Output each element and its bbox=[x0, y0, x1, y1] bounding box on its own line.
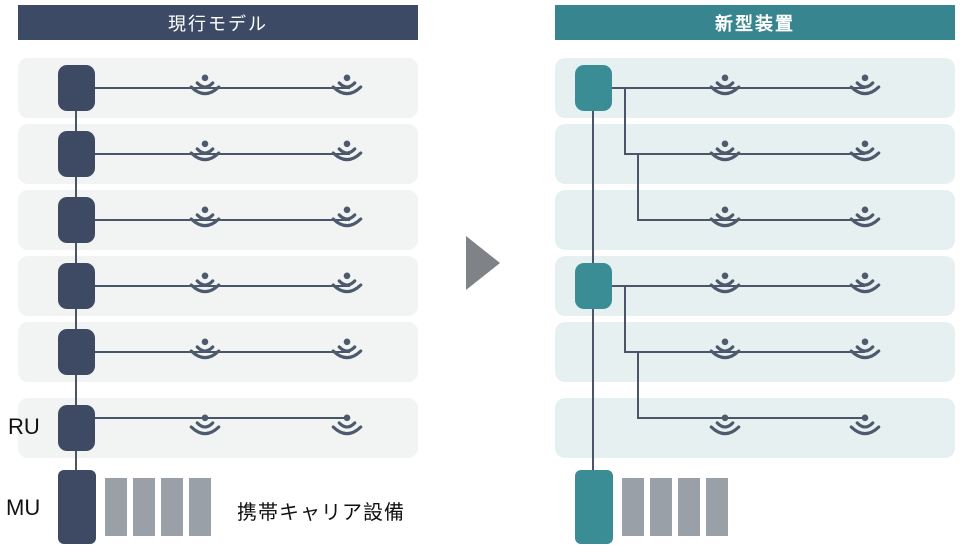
antenna-icon bbox=[325, 410, 369, 444]
branch-line bbox=[624, 286, 626, 353]
ru-unit bbox=[58, 197, 95, 243]
carrier-equipment-block bbox=[161, 478, 183, 536]
ru-unit bbox=[58, 263, 95, 309]
ru-unit bbox=[58, 65, 95, 111]
feed-line bbox=[95, 87, 350, 89]
transition-arrow-icon bbox=[466, 236, 500, 290]
floor-row bbox=[555, 398, 955, 458]
carrier-label: 携帯キャリア設備 bbox=[237, 502, 405, 524]
feed-line bbox=[624, 153, 865, 155]
ru-unit bbox=[58, 131, 95, 177]
antenna-icon bbox=[843, 136, 887, 170]
antenna-icon bbox=[703, 334, 747, 368]
antenna-icon bbox=[183, 268, 227, 302]
shared-ru-unit bbox=[575, 65, 612, 111]
carrier-equipment-block bbox=[189, 478, 211, 536]
feed-line bbox=[637, 417, 865, 419]
antenna-icon bbox=[325, 70, 369, 104]
carrier-equipment-block bbox=[133, 478, 155, 536]
antenna-icon bbox=[703, 268, 747, 302]
antenna-icon bbox=[325, 202, 369, 236]
branch-line bbox=[637, 154, 639, 221]
feed-line bbox=[95, 285, 350, 287]
shared-mu-unit bbox=[575, 470, 613, 544]
antenna-icon bbox=[325, 334, 369, 368]
carrier-equipment-block bbox=[622, 478, 644, 536]
feed-line bbox=[95, 417, 350, 419]
antenna-icon bbox=[843, 268, 887, 302]
ru-label: RU bbox=[8, 414, 40, 439]
ru-unit bbox=[58, 329, 95, 375]
feed-line bbox=[95, 153, 350, 155]
carrier-equipment-block bbox=[678, 478, 700, 536]
current-model-header: 現行モデル bbox=[18, 5, 418, 40]
branch-line bbox=[637, 352, 639, 419]
antenna-icon bbox=[843, 202, 887, 236]
antenna-icon bbox=[325, 136, 369, 170]
mu-label: MU bbox=[6, 495, 41, 520]
antenna-icon bbox=[843, 70, 887, 104]
antenna-icon bbox=[183, 136, 227, 170]
antenna-icon bbox=[703, 202, 747, 236]
feed-line bbox=[95, 351, 350, 353]
branch-line bbox=[624, 88, 626, 155]
feed-line bbox=[624, 351, 865, 353]
antenna-icon bbox=[183, 410, 227, 444]
antenna-icon bbox=[703, 70, 747, 104]
feed-line bbox=[637, 219, 865, 221]
antenna-icon bbox=[703, 136, 747, 170]
carrier-equipment-block bbox=[650, 478, 672, 536]
antenna-icon bbox=[325, 268, 369, 302]
carrier-equipment-block bbox=[706, 478, 728, 536]
carrier-equipment-block bbox=[105, 478, 127, 536]
new-model-header: 新型装置 bbox=[555, 5, 955, 40]
mu-unit bbox=[58, 470, 96, 544]
ru-unit bbox=[58, 405, 95, 451]
feed-line bbox=[95, 219, 350, 221]
shared-ru-unit bbox=[575, 263, 612, 309]
antenna-icon bbox=[843, 410, 887, 444]
antenna-icon bbox=[843, 334, 887, 368]
antenna-icon bbox=[183, 70, 227, 104]
antenna-icon bbox=[183, 202, 227, 236]
antenna-icon bbox=[703, 410, 747, 444]
antenna-icon bbox=[183, 334, 227, 368]
